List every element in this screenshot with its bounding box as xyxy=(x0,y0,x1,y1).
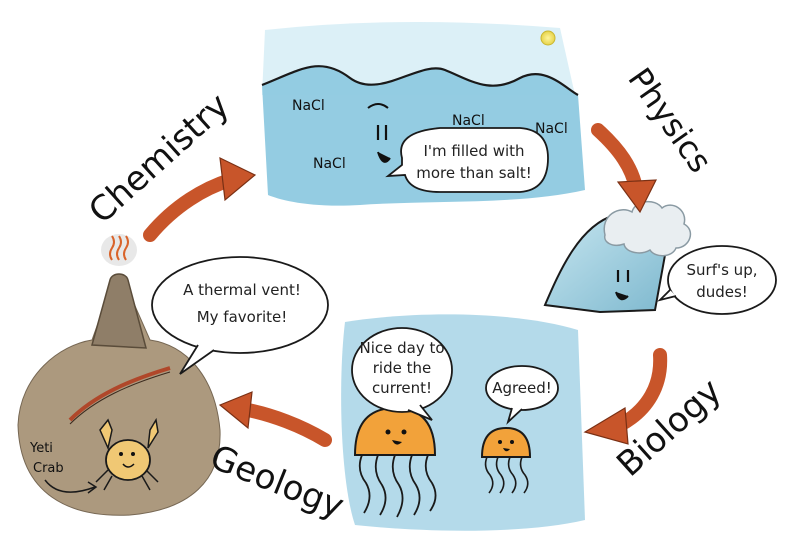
salt-label-2: NaCl xyxy=(452,113,485,129)
label-geology: Geology xyxy=(205,437,350,527)
label-physics: Physics xyxy=(620,61,719,180)
ocean-bubble-line-2: more than salt! xyxy=(416,164,532,182)
big-jelly-bubble-line-2: ride the xyxy=(373,359,431,377)
jellyfish-scene: Nice day to ride the current! Agreed! xyxy=(341,314,585,531)
wave-bubble-line-1: Surf's up, xyxy=(687,261,758,279)
ocean-scene: NaCl NaCl NaCl NaCl I'm filled with more… xyxy=(261,21,585,206)
big-jelly-bubble-line-3: current! xyxy=(372,379,432,397)
wave-crest-line xyxy=(261,65,579,96)
crab-label-line-2: Crab xyxy=(33,461,64,476)
wave-face xyxy=(615,270,630,301)
crab-label-line-1: Yeti xyxy=(29,441,53,456)
small-jellyfish-speech-bubble: Agreed! xyxy=(485,365,559,425)
arrow-geology xyxy=(218,391,332,447)
salt-label-1: NaCl xyxy=(292,98,325,114)
small-jelly-bubble-line-1: Agreed! xyxy=(492,379,552,397)
small-jellyfish xyxy=(480,426,532,494)
sun-icon xyxy=(540,30,556,46)
vent-bubble-line-1: A thermal vent! xyxy=(183,281,301,299)
vent-speech-bubble: A thermal vent! My favorite! xyxy=(151,256,329,375)
crab-pointer-arrow xyxy=(44,479,96,493)
wave-scene: Surf's up, dudes! xyxy=(543,200,777,315)
vent-steam xyxy=(101,234,137,266)
salt-label-3: NaCl xyxy=(535,121,568,137)
wave-foam xyxy=(603,200,692,257)
arrow-biology xyxy=(583,348,668,445)
salt-label-4: NaCl xyxy=(313,156,346,172)
wave-bubble-line-2: dudes! xyxy=(696,283,748,301)
arrow-chemistry xyxy=(143,156,257,242)
vent-fissure xyxy=(68,366,171,422)
ocean-bubble-line-1: I'm filled with xyxy=(423,142,524,160)
vent-scene: Yeti Crab A thermal vent! My favorite! xyxy=(17,234,329,516)
cycle-arrows xyxy=(143,123,668,447)
seafloor-rock xyxy=(17,289,221,516)
vent-chimney xyxy=(91,273,147,349)
label-chemistry: Chemistry xyxy=(81,86,237,232)
arrow-physics xyxy=(591,123,657,214)
big-jellyfish-speech-bubble: Nice day to ride the current! xyxy=(351,327,453,421)
water-face xyxy=(367,103,391,163)
vent-bubble-line-2: My favorite! xyxy=(197,308,288,326)
yeti-crab-icon xyxy=(95,417,159,491)
wave-speech-bubble: Surf's up, dudes! xyxy=(657,245,777,315)
ocean-speech-bubble: I'm filled with more than salt! xyxy=(385,127,549,193)
big-jelly-bubble-line-1: Nice day to xyxy=(359,339,444,357)
heat-waves-icon xyxy=(109,235,129,261)
